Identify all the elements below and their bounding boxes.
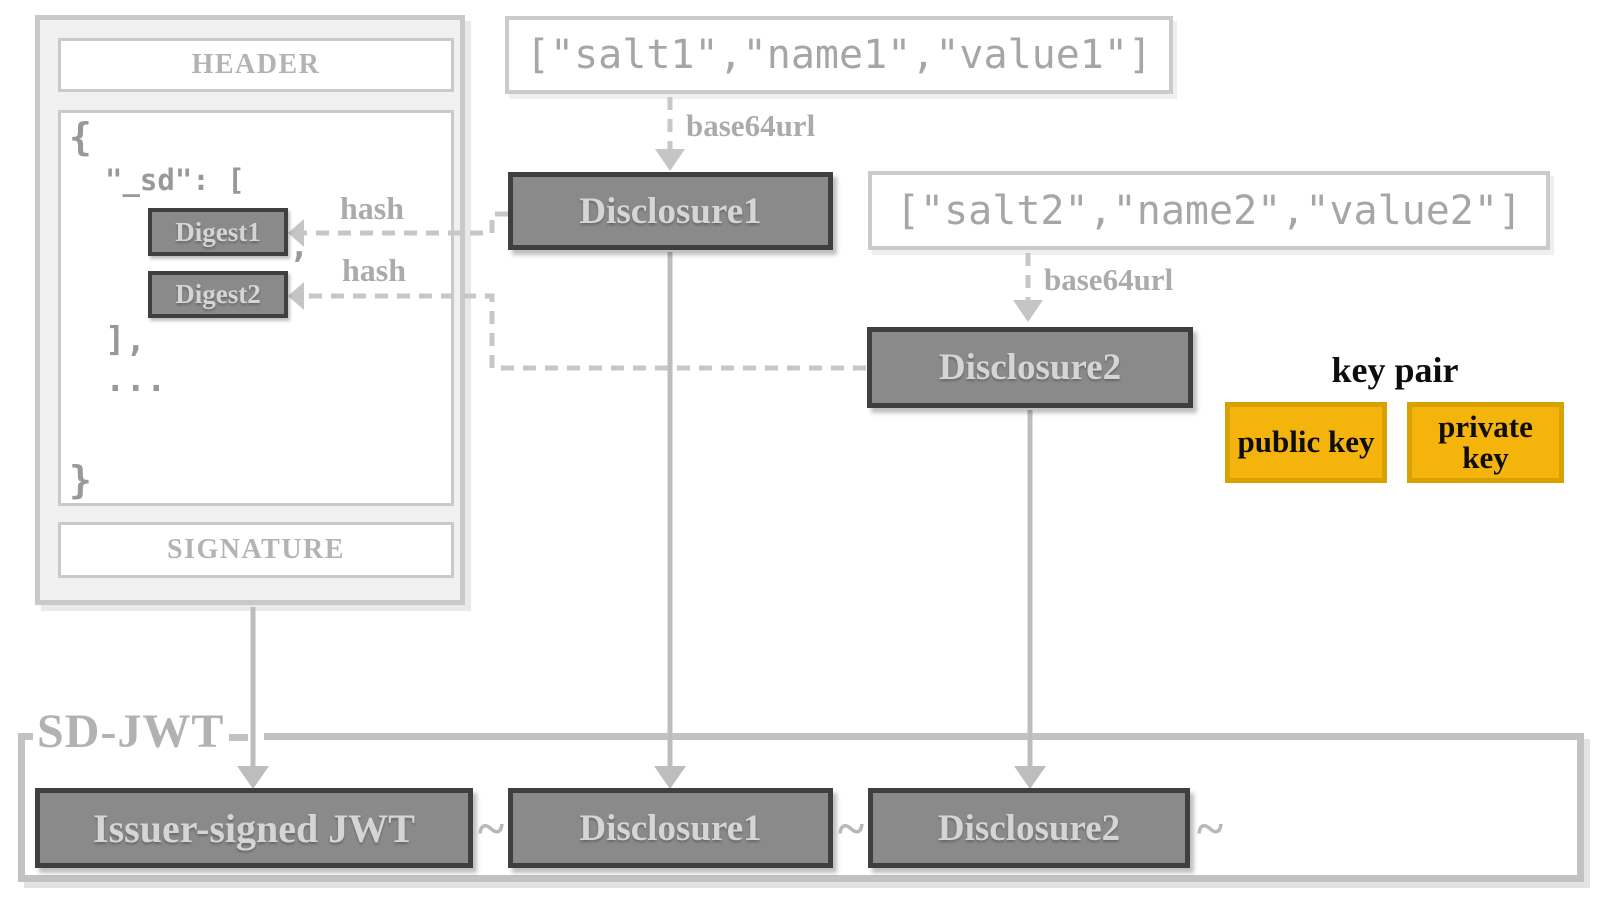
json-close-brace: } <box>69 458 92 502</box>
jwt-signature-box: SIGNATURE <box>58 522 454 578</box>
sd-jwt-label: SD-JWT <box>37 705 225 758</box>
jwt-signature-label: SIGNATURE <box>167 534 345 565</box>
salt2-array-text: ["salt2","name2","value2"] <box>895 187 1523 234</box>
private-key-label: private key <box>1438 409 1533 475</box>
salt2-array-box: ["salt2","name2","value2"] <box>868 171 1550 250</box>
salt1-array-text: ["salt1","name1","value1"] <box>525 32 1153 78</box>
tilde-separator-1: ~ <box>477 800 504 856</box>
digest1-label: Digest1 <box>175 216 261 247</box>
public-key-label: public key <box>1237 424 1375 460</box>
base64url-arrow-2-head <box>1013 300 1043 322</box>
disclosure1-box: Disclosure1 <box>508 172 833 250</box>
disclosure2-label: Disclosure2 <box>938 347 1122 388</box>
base64url-label-2: base64url <box>1044 262 1174 297</box>
hash-label-1: hash <box>340 190 405 226</box>
jwt-header-box: HEADER <box>58 38 454 92</box>
tilde-separator-2: ~ <box>837 800 864 856</box>
json-sd-key: "_sd": [ <box>105 163 245 197</box>
sd-jwt-border-gap <box>33 733 264 740</box>
json-array-close: ], <box>105 320 146 360</box>
disclosure2-bottom-label: Disclosure2 <box>937 807 1121 849</box>
jwt-header-label: HEADER <box>191 49 321 80</box>
digest2-box: Digest2 <box>148 271 288 318</box>
digest2-label: Digest2 <box>175 279 261 309</box>
sd-jwt-border-dash <box>229 734 248 741</box>
issuer-jwt-panel: HEADER { "_sd": [ Digest1 , Digest2 ], .… <box>35 15 465 605</box>
disclosure1-bottom-label: Disclosure1 <box>579 807 762 849</box>
disclosure1-bottom-box: Disclosure1 <box>508 788 833 868</box>
json-comma: , <box>289 226 310 266</box>
base64url-arrow-1-head <box>655 149 685 171</box>
json-ellipsis: ... <box>105 360 167 400</box>
disclosure1-label: Disclosure1 <box>579 190 762 232</box>
disclosure2-bottom-box: Disclosure2 <box>868 788 1190 868</box>
hash-label-2: hash <box>342 252 407 288</box>
private-key-box: private key <box>1407 402 1564 483</box>
json-open-brace: { <box>69 115 92 159</box>
disclosure2-box: Disclosure2 <box>867 327 1193 408</box>
jwt-body-box: { "_sd": [ Digest1 , Digest2 ], ... } <box>58 110 454 506</box>
base64url-label-1: base64url <box>686 108 816 143</box>
issuer-signed-jwt-label: Issuer-signed JWT <box>93 805 415 851</box>
public-key-box: public key <box>1225 402 1387 483</box>
digest1-box: Digest1 <box>148 208 288 256</box>
salt1-array-box: ["salt1","name1","value1"] <box>505 16 1173 94</box>
key-pair-title: key pair <box>1331 350 1459 390</box>
issuer-signed-jwt-box: Issuer-signed JWT <box>35 788 473 868</box>
tilde-separator-3: ~ <box>1196 800 1223 856</box>
